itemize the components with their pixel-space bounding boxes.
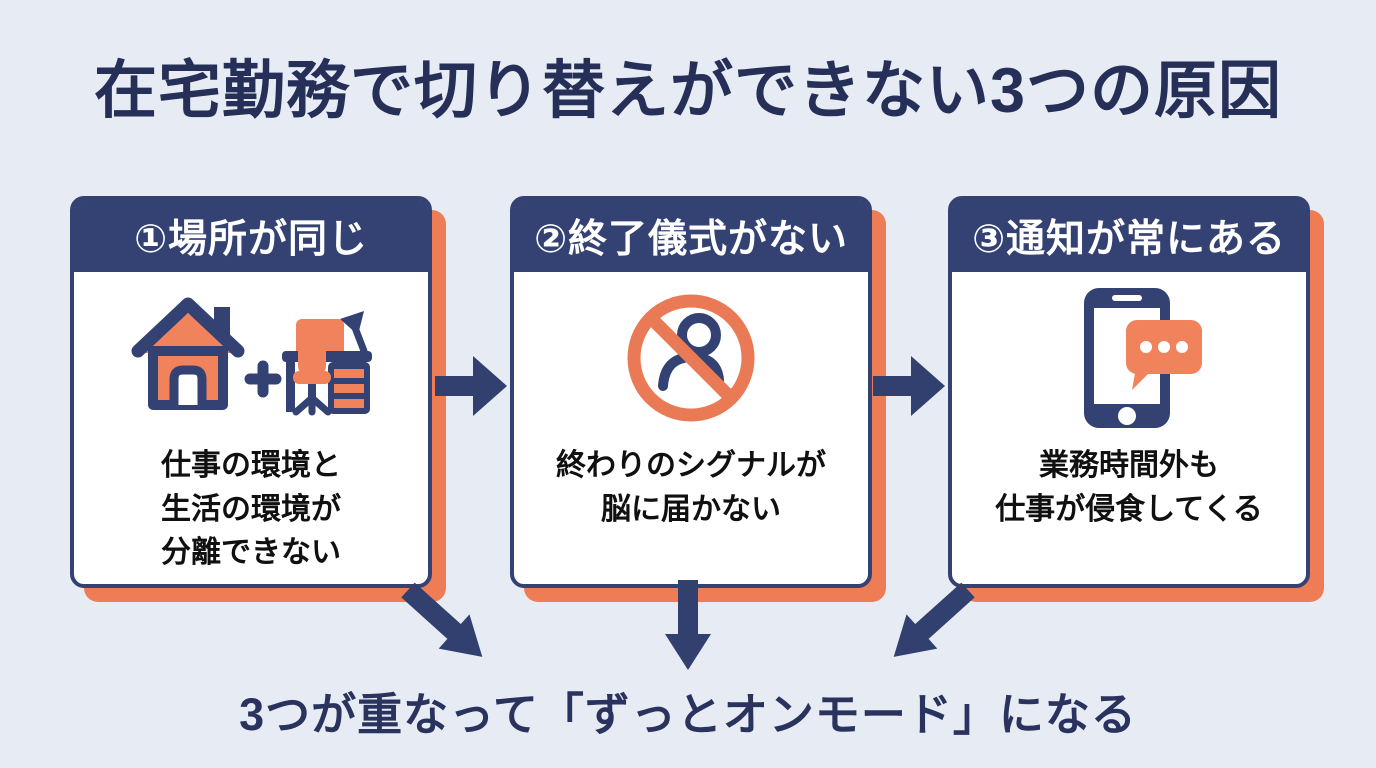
page-title: 在宅勤務で切り替えができない3つの原因 [93,56,1283,126]
no-person-prohibition-icon [514,272,868,444]
converging-arrows-icon [401,580,975,670]
text-line: 終わりのシグナルが [556,449,826,482]
arrow-down-left-icon [893,582,975,657]
arrow-right-icon [435,356,507,416]
cause-card-2: ②終了儀式がない 終わりのシグナルが 脳に届かない [510,196,872,588]
text-line: 仕事の環境と [161,449,341,482]
text-line: 業務時間外も [1039,449,1219,482]
cause-card-3-header: ③通知が常にある [952,200,1306,272]
conclusion-text: 3つが重なって「ずっとオンモード」になる [239,689,1137,740]
arrow-right-icon [873,356,945,416]
cause-card-2-header: ②終了儀式がない [514,200,868,272]
cause-card-2-text: 終わりのシグナルが 脳に届かない [514,444,868,584]
smartphone-notification-icon [952,272,1306,444]
cause-card-1-text: 仕事の環境と 生活の環境が 分離できない [74,444,428,584]
cause-card-3-text: 業務時間外も 仕事が侵食してくる [952,444,1306,584]
house-plus-desk-icon [74,272,428,444]
text-line: 生活の環境が [161,492,341,526]
arrow-down-icon [665,580,711,670]
cause-card-1: ①場所が同じ [70,196,432,588]
cause-card-3: ③通知が常にある 業務時間外も 仕事が侵食してくる [948,196,1310,588]
text-line: 脳に届かない [601,492,781,526]
arrow-down-right-icon [401,582,483,657]
text-line: 仕事が侵食してくる [995,492,1263,526]
cause-card-1-header: ①場所が同じ [74,200,428,272]
text-line: 分離できない [161,536,341,569]
